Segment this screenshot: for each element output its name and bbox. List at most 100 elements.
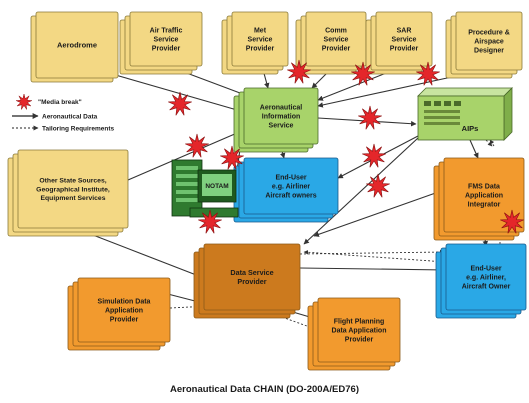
comm-label: Provider xyxy=(322,46,351,53)
met-label: Service xyxy=(248,36,273,43)
procedure-label: Procedure & xyxy=(468,29,510,36)
sar-label: Provider xyxy=(390,46,419,53)
stack-sheet xyxy=(231,11,289,67)
flight-planning-label: Data Application xyxy=(332,327,387,334)
data-arrow xyxy=(127,129,245,181)
simulation-label: Application xyxy=(105,307,143,314)
legend-tailoring-label: Tailoring Requirements xyxy=(42,126,114,133)
dsp-label: Data Service xyxy=(230,268,273,277)
stack-sheet xyxy=(17,149,129,229)
data-arrow xyxy=(469,139,479,159)
end-user-1-label: Aircraft owners xyxy=(265,193,316,200)
media-break-star xyxy=(351,61,375,86)
end-user-1-label: e.g. Airliner xyxy=(272,183,311,190)
fms-label: FMS Data xyxy=(468,183,500,190)
media-break-star xyxy=(500,209,524,234)
end-user-2-label: End-User xyxy=(470,265,501,272)
procedure-label: Airspace xyxy=(474,38,504,45)
end-user-2-node: End-User e.g. Airliner, Aircraft Owner xyxy=(435,243,527,319)
met-label: Met xyxy=(254,27,267,34)
end-user-2-label: Aircraft Owner xyxy=(462,284,511,291)
stack-sheet xyxy=(455,11,523,71)
stack-sheet xyxy=(243,87,319,145)
media-break-star xyxy=(198,209,222,234)
legend-aeronautical-data-label: Aeronautical Data xyxy=(42,114,98,121)
data-arrow xyxy=(299,267,447,273)
diagram-caption: Aeronautical Data CHAIN (DO-200A/ED76) xyxy=(170,384,359,395)
media-break-star xyxy=(185,133,209,158)
simulation-label: Provider xyxy=(110,317,139,324)
notam-label: NOTAM xyxy=(205,183,228,190)
tailoring-arrow xyxy=(489,139,495,147)
media-break-star xyxy=(287,59,311,84)
other-sources-node: Other State Sources,Geographical Institu… xyxy=(7,149,129,237)
aerodrome-label: Aerodrome xyxy=(57,41,97,50)
data-arrow xyxy=(303,137,419,245)
air-traffic-label: Service xyxy=(154,36,179,43)
air-traffic-label: Provider xyxy=(152,46,181,53)
met-label: Provider xyxy=(246,46,275,53)
stack-sheet xyxy=(243,157,339,215)
air-traffic-label: Air Traffic xyxy=(150,27,183,34)
legend-media-break-label: "Media break" xyxy=(38,99,82,106)
tailoring-arrow xyxy=(299,249,445,255)
fms-label: Application xyxy=(465,192,503,199)
media-breaks-layer xyxy=(168,59,524,234)
stack-sheet xyxy=(203,243,301,311)
stack-sheet xyxy=(375,11,433,67)
stack-sheet xyxy=(129,11,203,67)
comm-label: Service xyxy=(324,36,349,43)
media-break-star xyxy=(168,91,192,116)
media-break-star xyxy=(220,145,244,170)
other-sources-label: Geographical Institute, xyxy=(36,186,110,193)
ais-label: Service xyxy=(269,123,294,130)
data-arrow xyxy=(111,73,245,114)
end-user-2-label: e.g. Airliner, xyxy=(466,274,506,281)
media-break-star xyxy=(362,143,386,168)
stack-sheet xyxy=(445,243,527,311)
legend: "Media break" Aeronautical Data Tailorin… xyxy=(12,93,114,133)
flight-planning-label: Provider xyxy=(345,337,374,344)
ais-label: Information xyxy=(262,113,301,120)
flight-planning-label: Flight Planning xyxy=(334,318,385,325)
data-arrow xyxy=(313,189,445,237)
aips-label: AIPs xyxy=(462,124,479,133)
sar-label: SAR xyxy=(397,27,412,34)
media-break-star xyxy=(366,173,390,198)
stack-sheet xyxy=(77,277,171,343)
fms-label: Integrator xyxy=(468,202,501,209)
stack-sheet xyxy=(443,157,525,233)
media-break-star xyxy=(358,105,382,130)
stack-sheet xyxy=(317,297,401,363)
legend-media-break-star xyxy=(15,93,33,110)
other-sources-label: Other State Sources, xyxy=(39,178,106,185)
ais-label: Aeronautical xyxy=(260,104,302,111)
end-user-1-label: End-User xyxy=(275,174,306,181)
data-arrow xyxy=(79,229,205,279)
notam-computer-icon: NOTAM xyxy=(171,159,239,218)
stack-sheet xyxy=(35,11,119,79)
aips-server-icon: AIPs xyxy=(417,87,513,141)
aerodrome-node: Aerodrome xyxy=(30,11,119,83)
media-break-star xyxy=(416,61,440,86)
dsp-label: Provider xyxy=(237,277,266,286)
sar-label: Service xyxy=(392,36,417,43)
procedure-label: Designer xyxy=(474,48,504,55)
simulation-label: Simulation Data xyxy=(98,298,151,305)
other-sources-label: Equipment Services xyxy=(41,195,106,202)
tailoring-arrow xyxy=(485,139,493,147)
comm-label: Comm xyxy=(325,27,347,34)
